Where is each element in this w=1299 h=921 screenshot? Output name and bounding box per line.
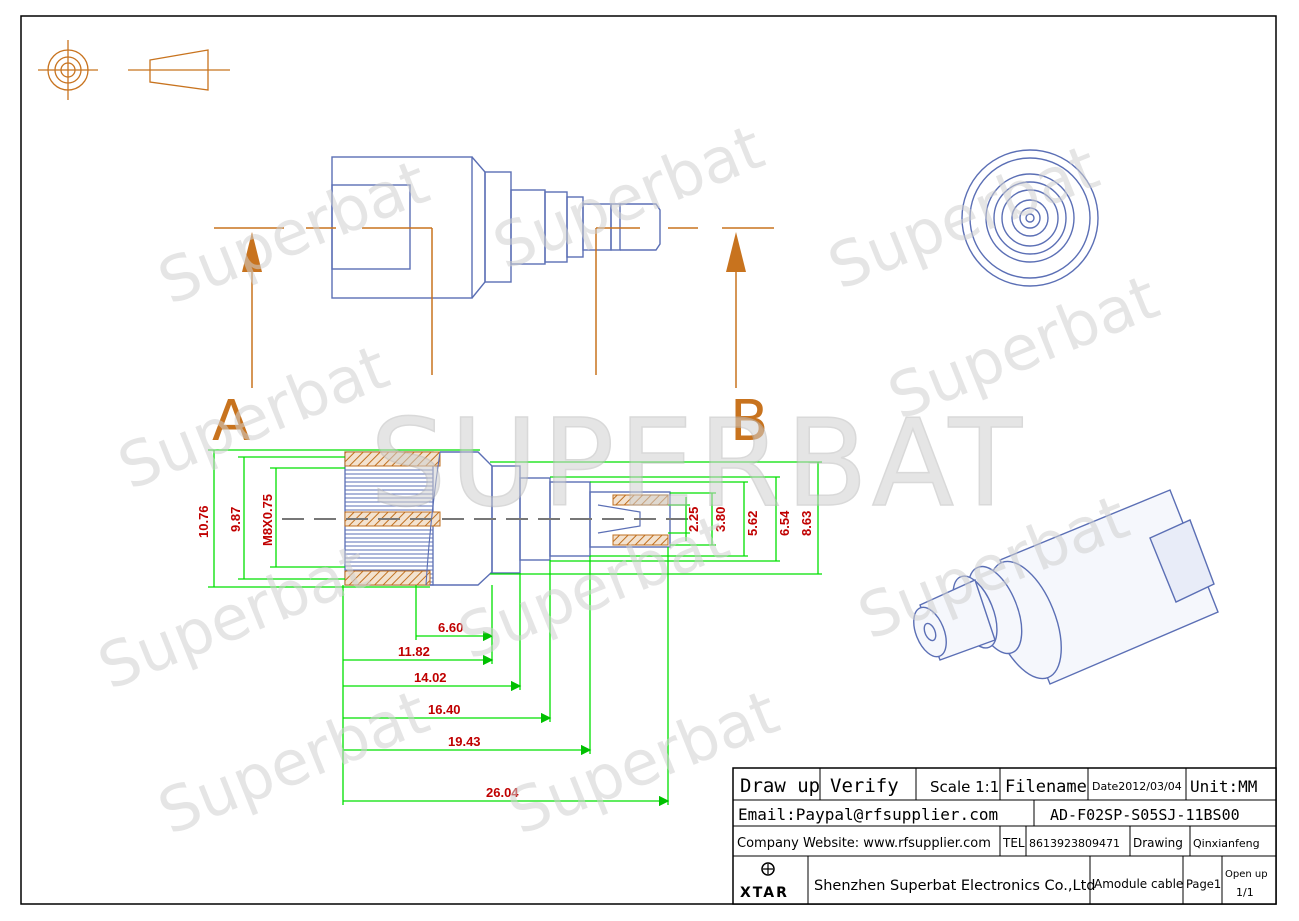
section-a-label: A	[212, 389, 250, 454]
dim-16-40: 16.40	[428, 702, 461, 717]
tb-drawing-label: Drawing	[1133, 836, 1183, 850]
dim-thread: M8X0.75	[260, 494, 275, 546]
dim-2-25: 2.25	[686, 507, 701, 532]
tb-date: Date2012/03/04	[1092, 780, 1182, 793]
tb-company: Shenzhen Superbat Electronics Co.,Ltd	[814, 878, 1095, 894]
dim-6-54: 6.54	[777, 510, 792, 536]
tb-drawer: Qinxianfeng	[1193, 837, 1260, 850]
dim-26-04: 26.04	[486, 785, 519, 800]
tb-tel-label: TEL	[1002, 836, 1025, 850]
section-view	[282, 451, 690, 586]
end-view	[961, 149, 1099, 287]
xtar-logo-icon: XTAR	[740, 862, 789, 901]
tb-email: Email:Paypal@rfsupplier.com	[738, 805, 998, 824]
section-a-arrow	[242, 232, 262, 272]
title-block: Draw up Verify Scale 1:1 Filename Date20…	[732, 767, 1277, 905]
isometric-view	[913, 489, 1219, 685]
horizontal-dimension-lines	[342, 547, 670, 807]
vertical-dimension-lines	[208, 449, 822, 588]
tb-part-no: AD-F02SP-S05SJ-11BS00	[1050, 806, 1240, 824]
tb-website: Company Website: www.rfsupplier.com	[737, 836, 991, 851]
dim-19-43: 19.43	[448, 734, 481, 749]
tb-page: Page1	[1186, 877, 1221, 891]
tb-logo: XTAR	[740, 885, 789, 901]
tb-scale: Scale 1:1	[930, 778, 999, 796]
tb-draw-up: Draw up	[740, 775, 820, 797]
dim-14-02: 14.02	[414, 670, 447, 685]
dim-11-82: 11.82	[398, 644, 430, 659]
tb-verify: Verify	[830, 775, 899, 797]
watermark-1: Superbat	[148, 145, 438, 319]
tb-unit: Unit:MM	[1190, 777, 1257, 796]
watermark-6: Superbat	[88, 530, 378, 704]
tb-open-up-count: 1/1	[1236, 886, 1254, 899]
tb-open-up: Open up	[1225, 869, 1268, 880]
sheet-border	[20, 15, 1277, 905]
dim-9-87: 9.87	[228, 507, 243, 532]
dimension-labels: 10.76 9.87 M8X0.75 2.25 3.80 5.62 6.54 8…	[196, 494, 814, 800]
dim-5-62: 5.62	[745, 511, 760, 536]
watermarks: SUPERBAT Superbat Superbat Superbat Supe…	[88, 110, 1168, 849]
watermark-9: Superbat	[148, 675, 438, 849]
section-b-label: B	[730, 389, 768, 454]
section-b-arrow	[726, 232, 746, 272]
dim-8-63: 8.63	[799, 511, 814, 536]
tb-product: Amodule cable	[1094, 877, 1183, 891]
watermark-main: SUPERBAT	[370, 395, 1026, 534]
dim-10-76: 10.76	[196, 505, 211, 538]
tb-tel: 8613923809471	[1029, 837, 1120, 850]
dim-3-80: 3.80	[713, 507, 728, 532]
dim-6-60: 6.60	[438, 620, 463, 635]
watermark-3: Superbat	[818, 130, 1108, 304]
projection-symbol	[38, 40, 230, 100]
tb-filename: Filename	[1005, 777, 1087, 797]
